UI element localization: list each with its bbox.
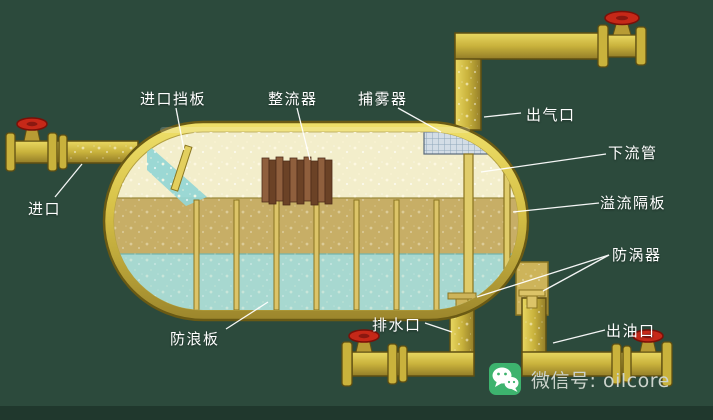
inlet-baffle-plate xyxy=(170,144,193,192)
label-oil-outlet: 出油口 xyxy=(606,322,656,340)
label-water-outlet: 排水口 xyxy=(372,316,422,334)
label-overflow-baffle: 溢流隔板 xyxy=(600,194,667,212)
oil-valve-handwheel-icon xyxy=(632,329,664,343)
leader-oil-outlet xyxy=(552,329,606,344)
gas-outlet-pipe-assembly xyxy=(454,10,647,68)
leader-rectifier xyxy=(296,107,311,161)
inlet-valve-handwheel-icon xyxy=(16,117,48,131)
drain-valve-handwheel-icon xyxy=(348,329,380,343)
leader-overflow xyxy=(512,202,600,213)
label-wave-breaker: 防浪板 xyxy=(170,330,220,348)
gas-valve-handwheel-icon xyxy=(604,10,640,26)
inlet-pipe-run xyxy=(9,140,139,164)
leader-gas-outlet xyxy=(483,112,522,118)
wechat-icon xyxy=(489,363,521,395)
downcomer-pipe xyxy=(463,153,474,305)
vortex-breaker-right xyxy=(518,289,546,309)
label-mist-extractor: 捕雾器 xyxy=(358,90,408,108)
label-inlet: 进口 xyxy=(28,200,62,218)
leader-inlet xyxy=(54,163,83,198)
label-gas-outlet: 出气口 xyxy=(526,106,576,124)
label-downcomer: 下流管 xyxy=(608,144,658,162)
leader-downcomer xyxy=(480,153,607,173)
leader-water-outlet xyxy=(424,322,453,333)
leader-inlet-baffle xyxy=(175,107,185,151)
leader-mist-extractor xyxy=(397,107,442,133)
rectifier-plates xyxy=(261,156,333,206)
leader-wave-breaker xyxy=(225,301,269,330)
leader-vortex-1 xyxy=(542,254,610,292)
watermark: 微信号: oilcore xyxy=(488,362,670,396)
water-drain-pipe-assembly xyxy=(341,329,475,387)
label-rectifier: 整流器 xyxy=(268,90,318,108)
inlet-pipe-assembly xyxy=(5,117,68,172)
bottom-band xyxy=(0,406,713,420)
leader-lines xyxy=(54,107,610,344)
shell-highlight xyxy=(160,127,470,133)
vessel xyxy=(102,120,546,322)
label-vortex-breaker: 防涡器 xyxy=(612,246,662,264)
overflow-weir-plate xyxy=(503,165,511,310)
leader-vortex-2 xyxy=(476,254,610,298)
watermark-text: 微信号: oilcore xyxy=(531,369,670,392)
label-inlet-baffle: 进口挡板 xyxy=(140,90,207,108)
oil-outlet-pipe-assembly xyxy=(521,329,673,387)
